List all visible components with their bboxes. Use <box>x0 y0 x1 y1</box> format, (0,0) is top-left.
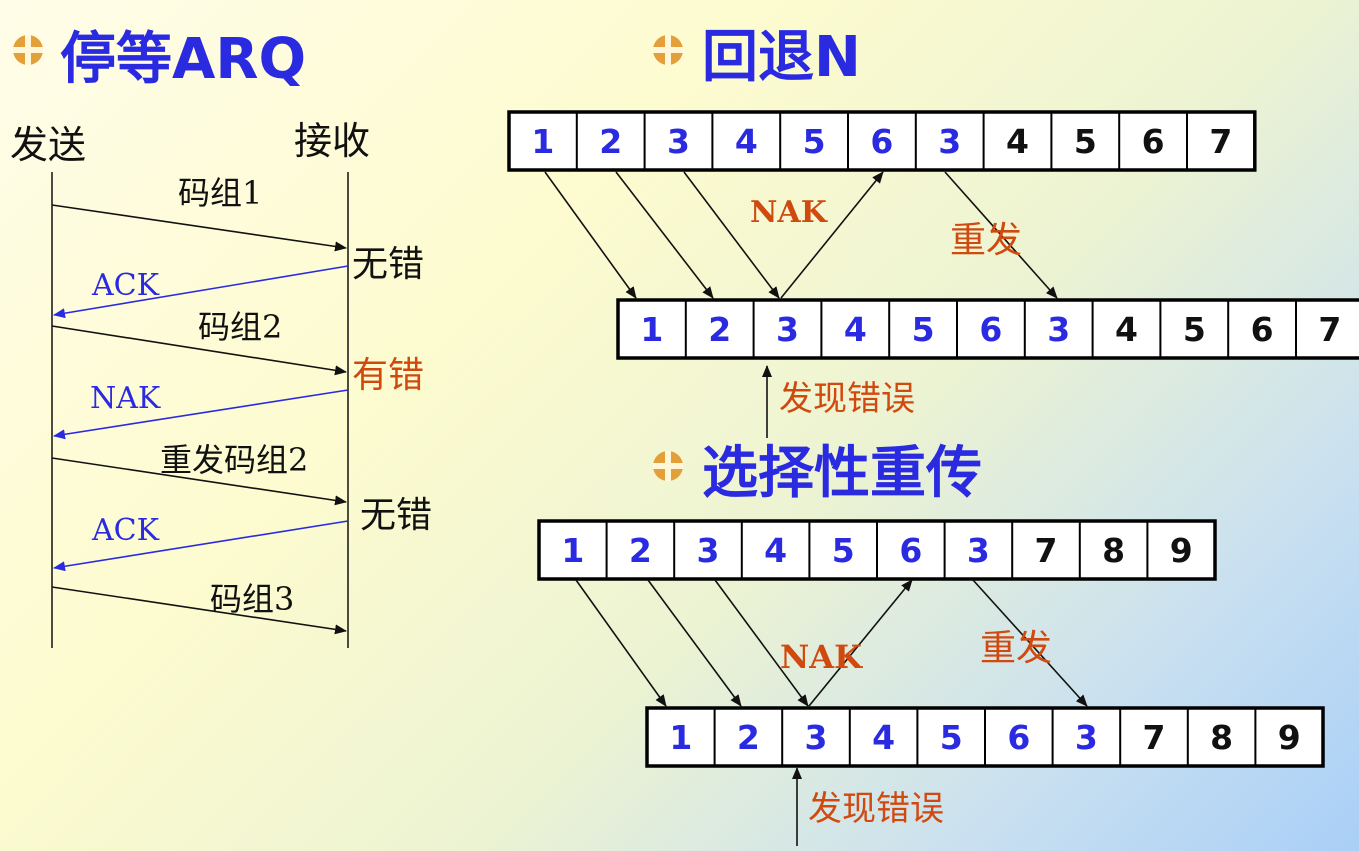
nak-label: NAK <box>90 381 161 416</box>
frame-number: 3 <box>967 531 990 570</box>
frame-number: 7 <box>1209 122 1232 161</box>
frame-arrow <box>615 171 714 299</box>
status-label: 无错 <box>352 244 424 285</box>
frame-number: 4 <box>872 718 895 757</box>
go-back-n-receiver-frames: 1 2 3 4 5 6 3 4 5 6 7 <box>616 298 1359 360</box>
frame-number: 7 <box>1143 718 1166 757</box>
bullet-icon <box>13 35 43 65</box>
message-arrow <box>51 325 347 376</box>
frame-number: 5 <box>940 718 963 757</box>
frame-arrow <box>647 579 742 707</box>
frame-number: 3 <box>805 718 828 757</box>
nak-arrow <box>808 579 913 707</box>
frame-number: 5 <box>803 122 826 161</box>
message-label: 码组1 <box>178 174 262 212</box>
frame-number: 6 <box>1007 718 1030 757</box>
frame-arrow <box>683 171 780 299</box>
frame-arrow <box>575 579 667 707</box>
selective-repeat-title: 选择性重传 <box>702 441 982 506</box>
message-label: 码组3 <box>210 580 294 618</box>
frame-number: 4 <box>735 122 758 161</box>
frame-number: 8 <box>1210 718 1233 757</box>
message-label: 重发码组2 <box>160 441 308 479</box>
frame-number: 5 <box>1183 310 1206 349</box>
message-label: 码组2 <box>198 308 282 346</box>
reply-arrow <box>53 520 349 572</box>
selective-sender-frames: 1 2 3 4 5 6 3 7 8 9 <box>537 519 1217 581</box>
frame-number: 1 <box>669 718 692 757</box>
frame-number: 7 <box>1318 310 1341 349</box>
resend-label: 重发 <box>950 220 1022 261</box>
frame-number: 5 <box>832 531 855 570</box>
frame-number: 3 <box>697 531 720 570</box>
frame-number: 6 <box>899 531 922 570</box>
frame-number: 1 <box>531 122 554 161</box>
frame-number: 3 <box>776 310 799 349</box>
message-arrow <box>51 586 347 635</box>
frame-number: 2 <box>629 531 652 570</box>
frame-number: 3 <box>667 122 690 161</box>
ack-label: ACK <box>91 268 160 303</box>
nak-label: NAK <box>780 638 863 676</box>
frame-number: 6 <box>870 122 893 161</box>
frame-strip-border <box>616 298 1359 360</box>
sender-label: 发送 <box>10 123 86 167</box>
frame-number: 3 <box>1047 310 1070 349</box>
resend-label: 重发 <box>980 628 1052 669</box>
resend-arrow <box>972 579 1088 707</box>
nak-label: NAK <box>750 195 828 230</box>
frame-number: 4 <box>764 531 787 570</box>
message-arrow <box>51 204 347 252</box>
frame-number: 4 <box>1006 122 1029 161</box>
message-arrow <box>51 457 347 506</box>
reply-arrow <box>53 389 349 440</box>
frame-number: 2 <box>737 718 760 757</box>
frame-number: 3 <box>1075 718 1098 757</box>
status-label: 无错 <box>360 495 432 536</box>
error-status-label: 有错 <box>352 355 424 396</box>
frame-strip-border <box>507 110 1257 172</box>
frame-number: 1 <box>561 531 584 570</box>
frame-number: 4 <box>1115 310 1138 349</box>
frame-number: 9 <box>1170 531 1193 570</box>
go-back-n-sender-frames: 1 2 3 4 5 6 3 4 5 6 7 <box>507 110 1257 172</box>
frame-number: 2 <box>599 122 622 161</box>
selective-receiver-frames: 1 2 3 4 5 6 3 7 8 9 <box>645 706 1325 768</box>
frame-number: 5 <box>912 310 935 349</box>
error-found-label: 发现错误 <box>779 379 915 419</box>
frame-arrow <box>714 579 809 707</box>
resend-arrow <box>944 171 1058 299</box>
reply-arrow <box>53 265 349 319</box>
error-found-label: 发现错误 <box>808 789 944 829</box>
frame-number: 9 <box>1278 718 1301 757</box>
nak-arrow <box>780 171 884 299</box>
go-back-n-title: 回退N <box>702 25 861 90</box>
stop-wait-title: 停等ARQ <box>60 27 306 92</box>
frame-number: 3 <box>938 122 961 161</box>
receiver-label: 接收 <box>294 119 370 163</box>
frame-number: 6 <box>1251 310 1274 349</box>
frame-number: 1 <box>640 310 663 349</box>
frame-number: 6 <box>979 310 1002 349</box>
frame-number: 7 <box>1035 531 1058 570</box>
bullet-icon <box>653 35 683 65</box>
frame-number: 8 <box>1102 531 1125 570</box>
bullet-icon <box>653 451 683 481</box>
frame-arrow <box>544 171 637 299</box>
frame-number: 6 <box>1142 122 1165 161</box>
frame-number: 5 <box>1074 122 1097 161</box>
frame-number: 2 <box>708 310 731 349</box>
ack-label: ACK <box>91 513 160 548</box>
frame-number: 4 <box>844 310 867 349</box>
